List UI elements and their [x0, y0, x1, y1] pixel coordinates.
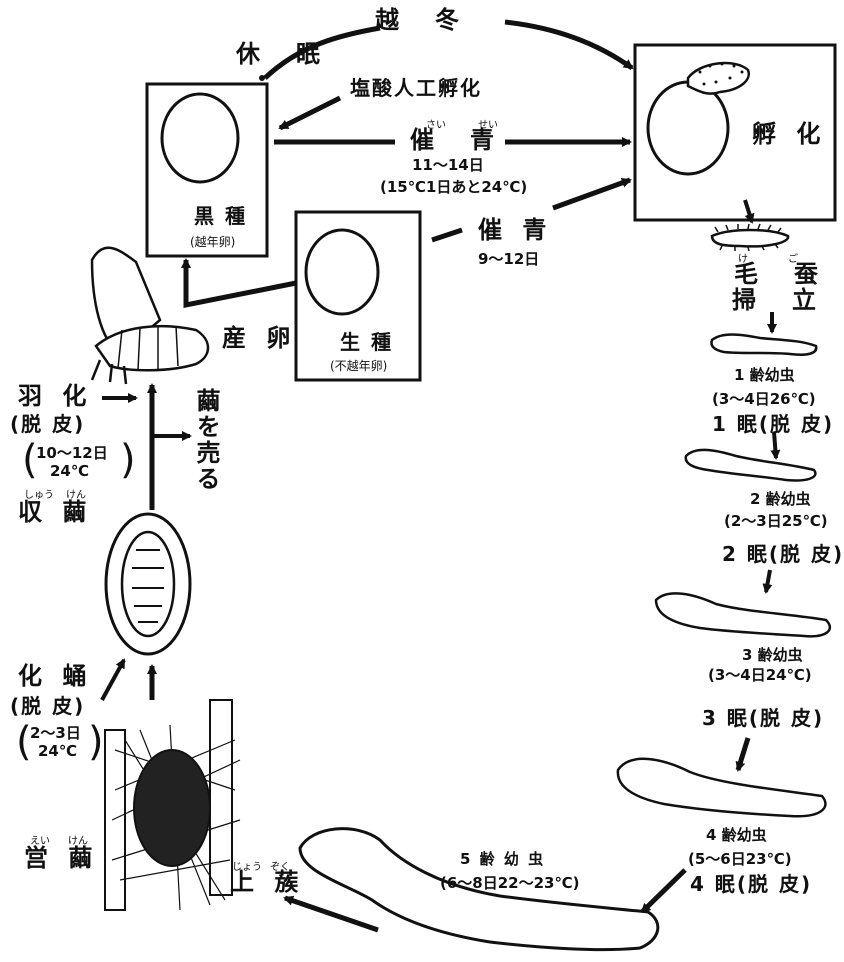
larva-instar-5: [298, 827, 660, 952]
kego-larva: [710, 223, 790, 252]
spin-ruby-b: けん: [68, 836, 88, 847]
instar-1-label: 1 齢幼虫: [734, 366, 795, 384]
incubate-1-temp: (15℃1日あと24℃): [380, 178, 528, 196]
eclose-paren-right: ): [120, 437, 136, 483]
black-egg-box: [145, 82, 269, 258]
mount-ruby-a: じょう: [232, 862, 262, 873]
black-egg-label: 黒 種: [194, 204, 247, 228]
lay-eggs-arrow: [181, 258, 297, 309]
kego-label: 毛 蚕: [734, 260, 824, 288]
incubate-1-ruby-b: せい: [478, 120, 498, 131]
hcl-arrow: [278, 95, 342, 131]
pupa-in-cocoon: [104, 512, 192, 656]
raw-egg: [304, 228, 380, 316]
spin-label: 営 繭: [24, 844, 99, 872]
incubate-1-label: 催 青: [410, 126, 500, 154]
instar-3-label: 3 齢幼虫: [742, 646, 803, 664]
pupate-paren-left: (: [16, 719, 32, 765]
pupate-sub: (脱 皮): [10, 694, 86, 718]
hatch-to-kego-arrow: [743, 199, 755, 224]
sell-cocoons-label: 繭を売る: [192, 388, 220, 492]
instar-5-label: 5 齢 幼 虫: [460, 850, 546, 868]
black-egg-sub: (越年卵): [190, 235, 236, 249]
incubate-1-ruby-a: さい: [426, 120, 446, 131]
raw-egg-sub: (不越年卵): [330, 359, 388, 373]
molt-2-label: 2 眠(脱 皮): [722, 542, 844, 566]
hatchling: [686, 61, 750, 95]
spin-ruby-a: えい: [30, 836, 50, 847]
instar-3-period: (3～4日24℃): [708, 666, 812, 684]
eclose-paren-left: (: [22, 437, 38, 483]
harvest-label: 収 繭: [18, 498, 93, 526]
eclose-period-a: 10～12日: [36, 444, 108, 462]
incubate-2-days: 9～12日: [478, 250, 540, 268]
moth: [90, 246, 210, 385]
hcl-hatch-label: 塩酸人工孵化: [350, 76, 482, 100]
kego-ruby-b: ご: [788, 254, 798, 265]
instar-1-period: (3～4日26℃): [712, 390, 816, 408]
pupate-period-a: 2～3日: [30, 724, 81, 742]
black-egg: [160, 92, 240, 184]
harvest-ruby-b: けん: [66, 490, 86, 501]
hatch-label: 孵 化: [752, 120, 827, 148]
instar-5-period: (6～8日22～23℃): [440, 874, 580, 892]
kego-ruby-a: け: [738, 254, 748, 265]
raw-egg-box: [294, 210, 422, 382]
instar-4-period: (5～6日23℃): [688, 850, 792, 868]
overwinter-arrow-right: [504, 19, 634, 71]
harvest-ruby-a: しゅう: [24, 490, 54, 501]
incubate-arrow-2b: [552, 177, 632, 211]
pupate-label: 化 蛹: [18, 662, 93, 690]
eclose-sub: (脱 皮): [10, 412, 86, 436]
instar-2-period: (2～3日25℃): [724, 512, 828, 530]
molt-3-label: 3 眠(脱 皮): [702, 706, 825, 730]
overwinter-label: 越 冬: [375, 6, 465, 34]
eclose-period-b: 24℃: [50, 462, 90, 480]
eclose-label: 羽 化: [18, 382, 93, 410]
hakitate-label: 掃 立: [732, 286, 822, 314]
pupate-period-b: 24℃: [38, 742, 78, 760]
larva-instar-2: [684, 448, 817, 482]
pupate-paren-right: ): [88, 719, 104, 765]
mount-ruby-b: ぞく: [270, 862, 290, 873]
lay-eggs-label: 産 卵: [222, 324, 297, 352]
raw-egg-label: 生 種: [340, 330, 393, 354]
mount-label: 上 蔟: [230, 868, 305, 896]
larva-instar-4: [616, 757, 827, 818]
mount-arrow: [283, 895, 379, 933]
diapause-label: 休 眠: [236, 40, 326, 68]
molt-4-label: 4 眠(脱 皮): [690, 872, 813, 896]
incubate-arrow-2a: [431, 227, 463, 243]
overwinter-arrow: [263, 25, 381, 80]
larva-instar-1: [710, 333, 818, 356]
molt-1-label: 1 眠(脱 皮): [712, 412, 835, 436]
cocoon-net: [104, 699, 241, 911]
instar-4-label: 4 齢幼虫: [706, 826, 767, 844]
incubate-1-days: 11～14日: [412, 156, 484, 174]
larva-instar-3: [654, 592, 832, 638]
instar-2-label: 2 齢幼虫: [750, 490, 811, 508]
incubate-2-label: 催 青: [478, 216, 553, 244]
